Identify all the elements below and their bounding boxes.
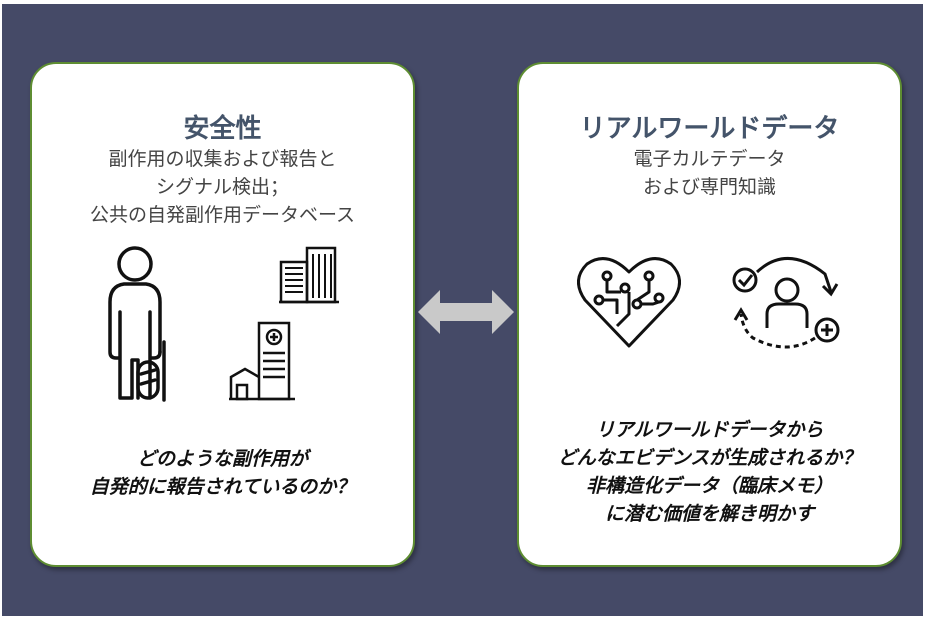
safety-subtitle: 副作用の収集および報告と シグナル検出； 公共の自発副作用データベース xyxy=(32,145,413,229)
safety-subtitle-line: 公共の自発副作用データベース xyxy=(89,204,356,226)
patient-with-cane-icon xyxy=(108,246,166,402)
rwd-question-line: に潜む価値を解き明かす xyxy=(604,503,814,525)
rwd-question-line: 非構造化データ（臨床メモ） xyxy=(585,475,833,497)
safety-question-line: 自発的に報告されているのか？ xyxy=(89,476,356,498)
hospital-icon xyxy=(229,321,295,401)
rwd-subtitle: 電子カルテデータ および専門知識 xyxy=(519,145,900,201)
rwd-subtitle-line: および専門知識 xyxy=(642,176,776,198)
rwd-title: リアルワールドデータ xyxy=(579,114,840,144)
office-buildings-icon xyxy=(279,246,339,304)
rwd-question-line: どんなエビデンスが生成されるか？ xyxy=(557,447,862,469)
safety-question: どのような副作用が 自発的に報告されているのか？ xyxy=(32,445,413,501)
rwd-subtitle-line: 電子カルテデータ xyxy=(633,148,786,170)
diagram-background: 安全性 副作用の収集および報告と シグナル検出； 公共の自発副作用データベース xyxy=(2,4,923,616)
safety-subtitle-line: 副作用の収集および報告と xyxy=(108,148,337,170)
double-arrow-icon xyxy=(418,290,514,334)
rwd-question-line: リアルワールドデータから xyxy=(595,419,824,441)
real-world-data-panel: リアルワールドデータ 電子カルテデータ および専門知識 リアルワールドデ xyxy=(517,62,902,567)
rwd-question: リアルワールドデータから どんなエビデンスが生成されるか？ 非構造化データ（臨床… xyxy=(519,416,900,528)
safety-subtitle-line: シグナル検出； xyxy=(155,176,289,198)
circuit-heart-icon xyxy=(577,257,681,348)
person-cycle-icon xyxy=(732,257,840,349)
safety-title: 安全性 xyxy=(183,114,262,144)
safety-question-line: どのような副作用が xyxy=(136,448,308,470)
safety-panel: 安全性 副作用の収集および報告と シグナル検出； 公共の自発副作用データベース xyxy=(30,62,415,567)
